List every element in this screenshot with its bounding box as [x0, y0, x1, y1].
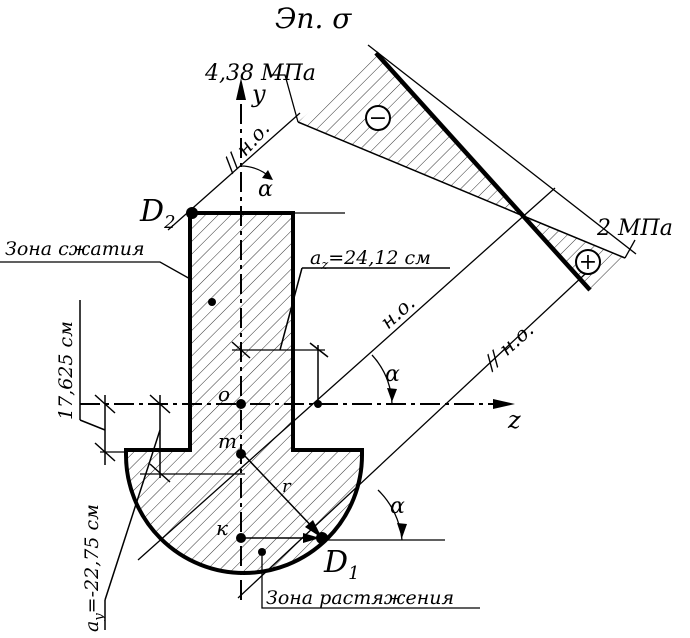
- compression-zone-label: Зона сжатия: [5, 238, 145, 260]
- ay-label: ay=-22,75 см: [81, 504, 107, 632]
- sign-circles: [365, 105, 601, 275]
- point-o-label: o: [218, 382, 230, 406]
- dim-17625-label: 17,625 см: [55, 321, 77, 420]
- compression-stress-triangle: [298, 53, 521, 215]
- tension-zone-label: Зона растяжения: [266, 587, 454, 609]
- point-k-label: к: [216, 516, 228, 540]
- compression-zone-dot: [208, 298, 216, 306]
- plus-sign: +: [579, 250, 597, 275]
- radius-line: [242, 453, 322, 538]
- diagram-title: Эп. σ: [275, 2, 352, 35]
- z-axis-label: z: [507, 406, 521, 434]
- point-az-dot: [314, 400, 322, 408]
- leader-lines: [0, 74, 636, 609]
- alpha-label-bottom: α: [390, 494, 405, 519]
- az-label: az=24,12 см: [310, 247, 431, 273]
- alpha-arcs: [240, 165, 407, 541]
- stress-bottom-label: 2 МПа: [596, 216, 673, 241]
- point-d1-label: D1: [323, 545, 360, 584]
- alpha-label-middle: α: [385, 362, 400, 387]
- z-axis-arrow: [493, 399, 515, 409]
- point-k-dot: [236, 533, 246, 543]
- point-m-label: m: [218, 429, 237, 453]
- point-d2-label: D2: [139, 194, 176, 233]
- parallel-na-label-top: // н.о.: [217, 116, 275, 176]
- neutral-axis-label: н.о.: [375, 290, 419, 333]
- alpha-label-top: α: [258, 177, 273, 202]
- cross-section-outline: [124, 211, 364, 575]
- y-axis-label: y: [251, 80, 266, 108]
- point-o-dot: [236, 399, 246, 409]
- extension-lines: [100, 212, 445, 541]
- stress-diagram-lines: [297, 44, 637, 292]
- ay-dimension: [104, 394, 171, 630]
- plus-circle: [575, 249, 601, 275]
- point-d1-dot: [316, 532, 328, 544]
- points: [186, 207, 328, 556]
- tension-zone-dot: [258, 548, 266, 556]
- az-dimension: [231, 267, 450, 404]
- minus-circle: [365, 105, 391, 131]
- stress-top-label: 4,38 МПа: [204, 61, 316, 86]
- k-arrow: [241, 533, 320, 543]
- minus-sign: −: [369, 106, 387, 131]
- tension-stress-triangle: [521, 215, 625, 290]
- radius-label: r: [282, 476, 292, 497]
- dim-17625: [79, 300, 116, 465]
- point-d2-dot: [186, 207, 198, 219]
- point-m-dot: [236, 449, 246, 459]
- y-axis-arrow: [236, 78, 246, 100]
